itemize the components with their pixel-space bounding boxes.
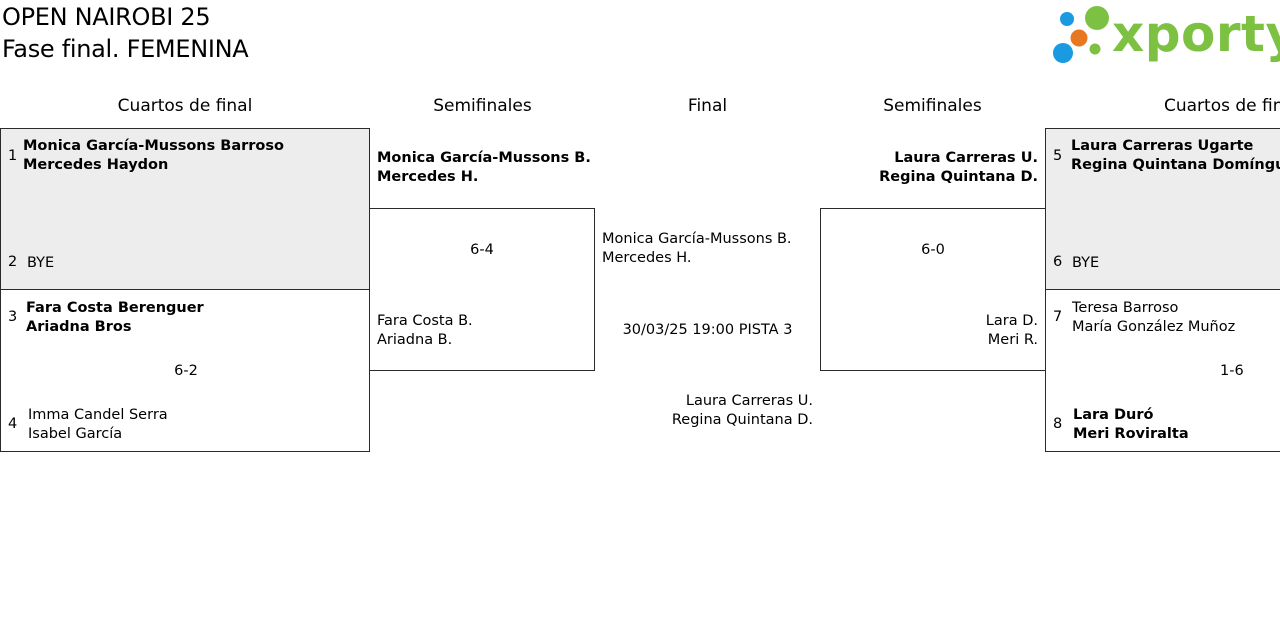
team-player-2: Ariadna Bros bbox=[26, 319, 132, 335]
final-team-a-player-1: Monica García-Mussons B. bbox=[602, 231, 792, 247]
team-player-1: Teresa Barroso bbox=[1072, 300, 1179, 316]
xporty-logo-text: xporty bbox=[1112, 5, 1280, 63]
page-subtitle: Fase final. FEMENINA bbox=[2, 35, 249, 63]
round-heading-final: Final bbox=[687, 96, 728, 116]
match-score: 6-4 bbox=[470, 242, 494, 258]
sf-left-match[interactable]: 6-4 Fara Costa B. Ariadna B. bbox=[369, 208, 595, 371]
team-player-1: Fara Costa Berenguer bbox=[26, 300, 204, 316]
team-player-2: Regina Quintana Domíngue bbox=[1071, 157, 1280, 173]
team-player-2: María González Muñoz bbox=[1072, 319, 1236, 335]
match-score: 1-6 bbox=[1220, 363, 1244, 379]
seed-number: 4 bbox=[8, 416, 18, 432]
sf-right-team-a-player-1: Laura Carreras U. bbox=[894, 150, 1038, 166]
qf-left-match-2[interactable]: 3 Fara Costa Berenguer Ariadna Bros 6-2 … bbox=[0, 289, 370, 452]
seed-number: 8 bbox=[1053, 416, 1063, 432]
team-player-2: Ariadna B. bbox=[377, 332, 453, 348]
round-heading-right-sf: Semifinales bbox=[883, 96, 982, 116]
team-player-1: Imma Candel Serra bbox=[28, 407, 168, 423]
team-player-1: Lara Duró bbox=[1073, 407, 1154, 423]
seed-number: 6 bbox=[1053, 254, 1063, 270]
qf-right-match-1[interactable]: 5 Laura Carreras Ugarte Regina Quintana … bbox=[1045, 128, 1280, 290]
team-player-1: Laura Carreras Ugarte bbox=[1071, 138, 1254, 154]
team-player-1: Monica García-Mussons Barroso bbox=[23, 138, 284, 154]
team-player-2: Meri Roviralta bbox=[1073, 426, 1189, 442]
team-player-2: Isabel García bbox=[28, 426, 123, 442]
qf-left-match-1[interactable]: 1 Monica García-Mussons Barroso Mercedes… bbox=[0, 128, 370, 290]
page-title: OPEN NAIROBI 25 bbox=[2, 3, 211, 31]
final-team-b-player-2: Regina Quintana D. bbox=[671, 412, 813, 428]
match-score: 6-0 bbox=[921, 242, 945, 258]
final-schedule: 30/03/25 19:00 PISTA 3 bbox=[622, 322, 793, 338]
bye-label: BYE bbox=[1072, 255, 1100, 271]
sf-right-team-a-player-2: Regina Quintana D. bbox=[879, 169, 1038, 185]
final-team-b-player-1: Laura Carreras U. bbox=[685, 393, 813, 409]
round-heading-right-qf: Cuartos de final bbox=[1164, 96, 1280, 116]
xporty-logo: xporty bbox=[1050, 2, 1280, 68]
sf-left-team-a-player-2: Mercedes H. bbox=[377, 169, 479, 185]
seed-number: 3 bbox=[8, 309, 18, 325]
round-heading-left-sf: Semifinales bbox=[433, 96, 532, 116]
seed-number: 2 bbox=[8, 254, 18, 270]
team-player-1: Fara Costa B. bbox=[377, 313, 473, 329]
qf-right-match-2[interactable]: 7 Teresa Barroso María González Muñoz 1-… bbox=[1045, 289, 1280, 452]
seed-number: 1 bbox=[8, 148, 18, 164]
team-player-2: Mercedes Haydon bbox=[23, 157, 169, 173]
team-player-1: Lara D. bbox=[985, 313, 1038, 329]
team-player-2: Meri R. bbox=[987, 332, 1038, 348]
xporty-logo-mark bbox=[1053, 6, 1109, 63]
seed-number: 7 bbox=[1053, 309, 1063, 325]
round-heading-left-qf: Cuartos de final bbox=[117, 96, 253, 116]
bye-label: BYE bbox=[27, 255, 55, 271]
sf-left-team-a-player-1: Monica García-Mussons B. bbox=[377, 150, 591, 166]
seed-number: 5 bbox=[1053, 148, 1063, 164]
final-team-a-player-2: Mercedes H. bbox=[602, 250, 692, 266]
match-score: 6-2 bbox=[174, 363, 198, 379]
sf-right-match[interactable]: 6-0 Lara D. Meri R. bbox=[820, 208, 1046, 371]
